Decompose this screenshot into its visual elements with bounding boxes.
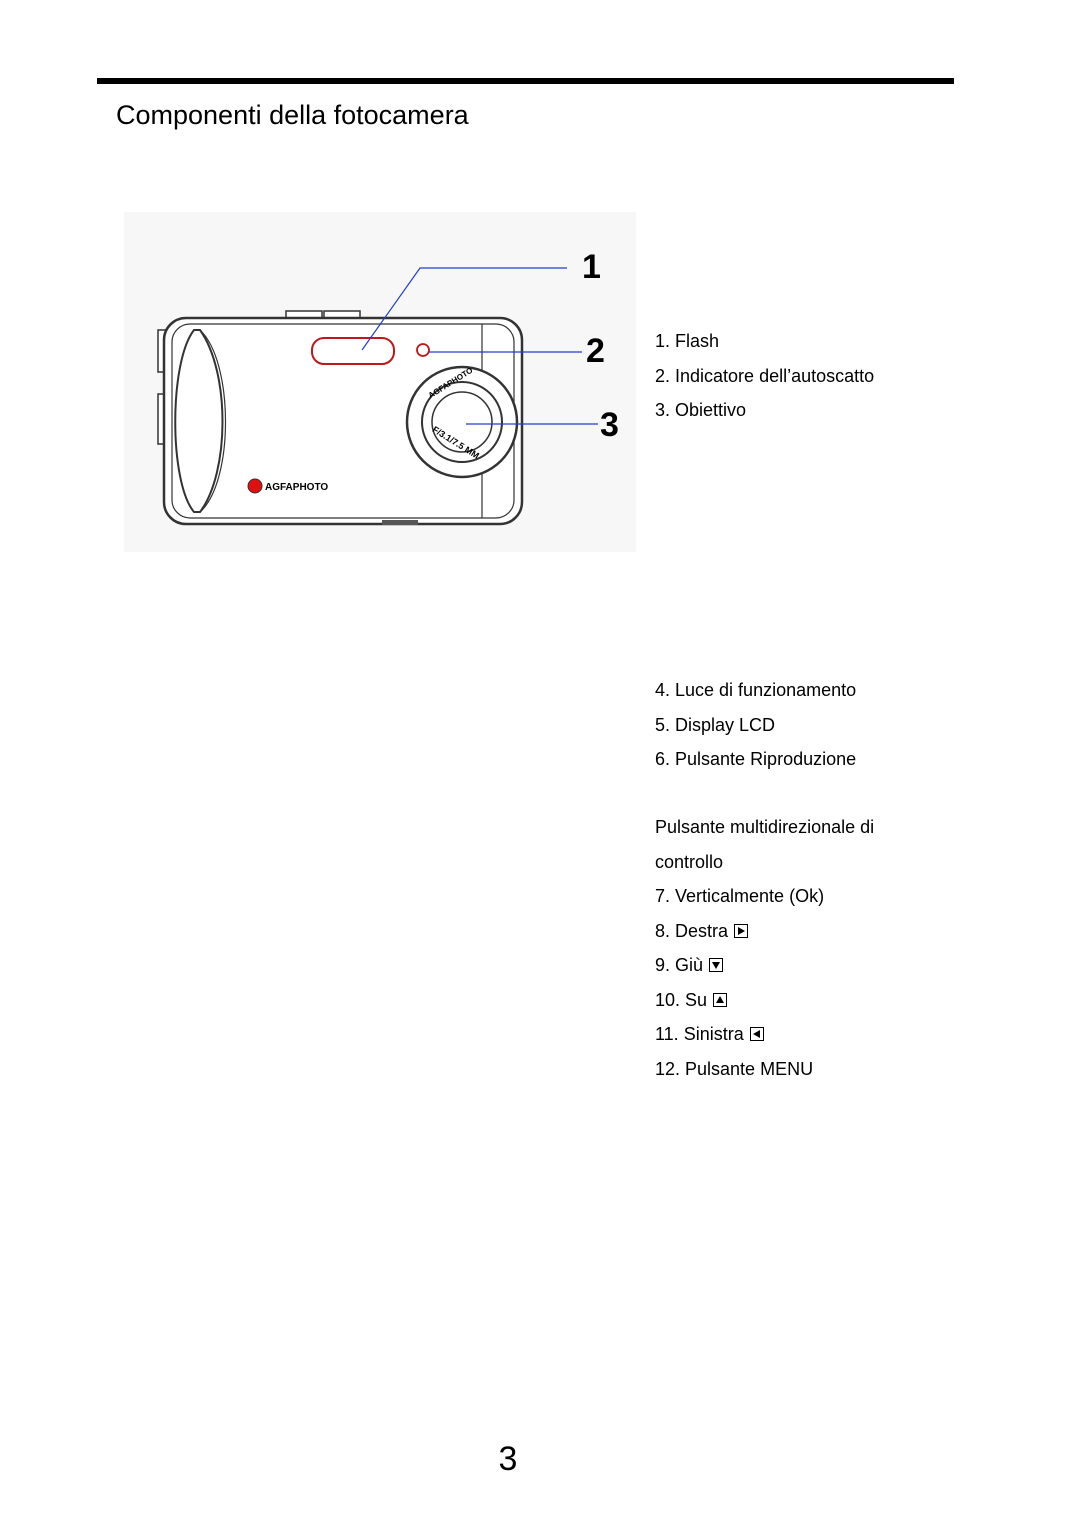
controls-heading-line2: controllo bbox=[655, 851, 724, 872]
list-item: 5. Display LCD bbox=[655, 714, 776, 735]
page-title: Componenti della fotocamera bbox=[116, 100, 469, 130]
callout-line-1 bbox=[361, 267, 567, 351]
page-number: 3 bbox=[498, 1440, 518, 1478]
callout-number-1: 1 bbox=[582, 248, 601, 286]
arrow-right-icon bbox=[734, 923, 749, 938]
list-item: 6. Pulsante Riproduzione bbox=[655, 749, 857, 769]
list-item: 8. Destra bbox=[655, 914, 874, 949]
list-item: 9. Giù bbox=[655, 948, 874, 983]
arrow-left-icon bbox=[749, 1027, 764, 1041]
arrow-down-icon bbox=[709, 958, 724, 972]
list-item: 12. Pulsante MENU bbox=[655, 1052, 874, 1087]
camera-front-drawing: AGFAPHOTO F/3.1/7.5 MM AGFAPHOTO 1 2 3 bbox=[124, 212, 636, 552]
camera-front-figure: AGFAPHOTO F/3.1/7.5 MM AGFAPHOTO 1 2 3 bbox=[124, 212, 636, 552]
list-item: 10. Su bbox=[655, 983, 874, 1018]
list-item: 4. Luce di funzionamento bbox=[655, 680, 857, 700]
flash-window bbox=[311, 337, 395, 365]
controls-heading-line1: Pulsante multidirezionale di bbox=[655, 817, 875, 837]
brand-logo-text: AGFAPHOTO bbox=[265, 482, 328, 493]
list-item: 7. Verticalmente (Ok) bbox=[655, 879, 874, 914]
lens-glass bbox=[431, 391, 493, 453]
list-item: 1. Flash bbox=[655, 331, 720, 351]
list-item-label: 12. Pulsante MENU bbox=[655, 1058, 814, 1079]
grip-edge bbox=[199, 329, 226, 513]
list-item-label: 7. Verticalmente (Ok) bbox=[655, 886, 825, 906]
list-item-label: 11. Sinistra bbox=[655, 1024, 744, 1044]
list-item: 11. Sinistra bbox=[655, 1017, 874, 1052]
legend-list-back: 4. Luce di funzionamento 5. Display LCD … bbox=[655, 673, 856, 777]
camera-body-outline bbox=[162, 316, 524, 526]
brand-logo-dot bbox=[247, 478, 263, 494]
legend-list-front: 1. Flash 2. Indicatore dell’autoscatto 3… bbox=[655, 324, 874, 428]
list-item-label: 8. Destra bbox=[655, 920, 729, 941]
callout-number-3: 3 bbox=[600, 406, 619, 444]
tripod-socket bbox=[382, 520, 418, 525]
self-timer-led bbox=[416, 343, 430, 357]
callout-number-2: 2 bbox=[586, 332, 605, 370]
legend-list-controls: Pulsante multidirezionale di controllo 7… bbox=[655, 810, 874, 1086]
arrow-up-icon bbox=[713, 992, 728, 1007]
list-item: 3. Obiettivo bbox=[655, 400, 747, 420]
top-rule bbox=[97, 78, 954, 84]
list-item: 2. Indicatore dell’autoscatto bbox=[655, 365, 875, 386]
list-item-label: 9. Giù bbox=[655, 955, 704, 975]
list-item-label: 10. Su bbox=[655, 989, 708, 1010]
